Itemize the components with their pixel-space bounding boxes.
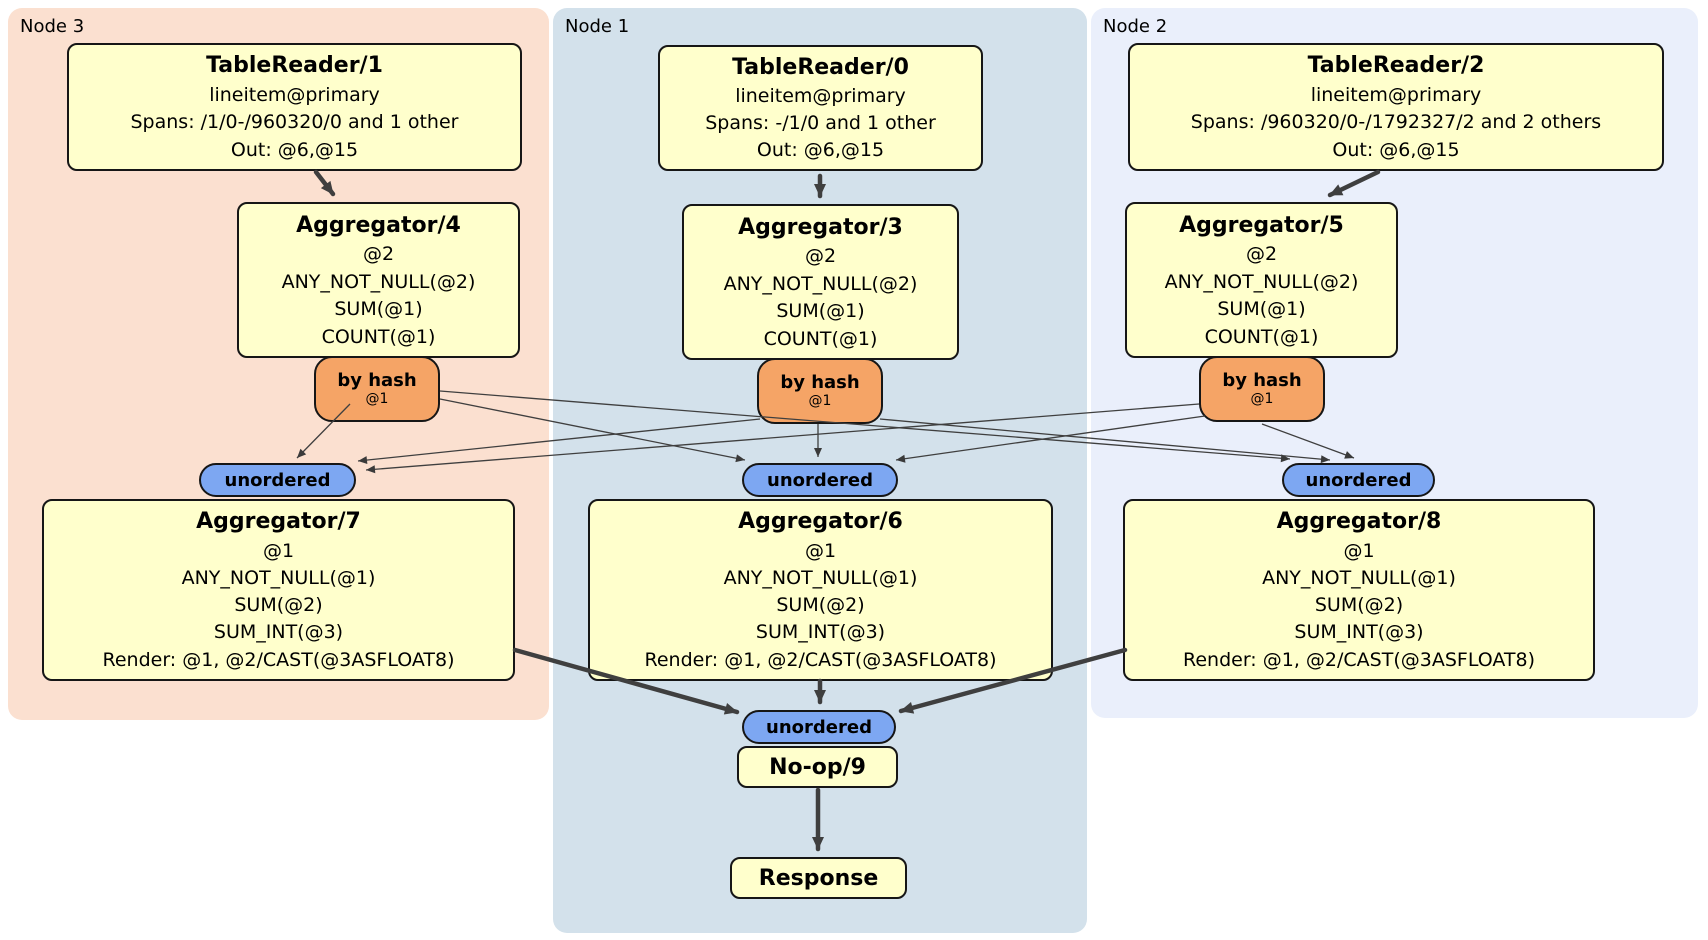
processor-line: Spans: /960320/0-/1792327/2 and 2 others xyxy=(1190,111,1602,134)
router-detail: @1 xyxy=(1250,391,1274,408)
router-label: by hash xyxy=(780,371,860,393)
processor-line: ANY_NOT_NULL(@1) xyxy=(1262,566,1456,589)
processor-line: Spans: /1/0-/960320/0 and 1 other xyxy=(130,111,459,134)
processor-aggregator-3: Aggregator/3 @2 ANY_NOT_NULL(@2) SUM(@1)… xyxy=(682,204,959,360)
processor-line: Out: @6,@15 xyxy=(230,138,359,161)
processor-line: lineitem@primary xyxy=(1310,83,1482,106)
hash-router-node1: by hash @1 xyxy=(757,358,883,424)
processor-title: Response xyxy=(758,865,879,891)
processor-aggregator-4: Aggregator/4 @2 ANY_NOT_NULL(@2) SUM(@1)… xyxy=(237,202,520,358)
processor-line: @2 xyxy=(362,243,395,265)
sync-unordered-left: unordered xyxy=(199,463,356,497)
processor-title: Aggregator/5 xyxy=(1179,212,1344,238)
processor-line: SUM(@1) xyxy=(776,300,865,322)
processor-title: Aggregator/4 xyxy=(296,212,461,238)
processor-line: Render: @1, @2/CAST(@3ASFLOAT8) xyxy=(1183,648,1535,671)
processor-aggregator-5: Aggregator/5 @2 ANY_NOT_NULL(@2) SUM(@1)… xyxy=(1125,202,1398,358)
processor-aggregator-7: Aggregator/7 @1 ANY_NOT_NULL(@1) SUM(@2)… xyxy=(42,499,515,681)
hash-router-node2: by hash @1 xyxy=(1199,356,1325,422)
sync-label: unordered xyxy=(766,716,872,738)
processor-line: Spans: -/1/0 and 1 other xyxy=(705,112,936,134)
sync-unordered-right: unordered xyxy=(1282,463,1435,497)
processor-line: @2 xyxy=(1245,243,1278,265)
processor-line: SUM_INT(@3) xyxy=(755,621,886,644)
sync-unordered-final: unordered xyxy=(742,710,896,744)
processor-line: SUM(@2) xyxy=(776,594,865,617)
processor-line: ANY_NOT_NULL(@2) xyxy=(281,270,476,293)
processor-title: TableReader/2 xyxy=(1307,53,1485,79)
node-group-2-label: Node 2 xyxy=(1103,16,1168,37)
processor-line: @1 xyxy=(1343,539,1375,562)
processor-aggregator-8: Aggregator/8 @1 ANY_NOT_NULL(@1) SUM(@2)… xyxy=(1123,499,1595,681)
processor-line: Render: @1, @2/CAST(@3ASFLOAT8) xyxy=(102,648,455,671)
processor-title: TableReader/0 xyxy=(732,55,909,80)
processor-title: Aggregator/8 xyxy=(1276,509,1442,535)
processor-line: COUNT(@1) xyxy=(763,327,878,350)
hash-router-node3: by hash @1 xyxy=(314,356,440,422)
processor-title: Aggregator/6 xyxy=(738,509,903,535)
processor-tablereader-1: TableReader/1 lineitem@primary Spans: /1… xyxy=(67,43,522,171)
router-detail: @1 xyxy=(808,393,832,410)
processor-line: ANY_NOT_NULL(@1) xyxy=(723,566,918,589)
processor-line: ANY_NOT_NULL(@2) xyxy=(723,272,918,295)
processor-tablereader-2: TableReader/2 lineitem@primary Spans: /9… xyxy=(1128,43,1664,171)
node-group-1-label: Node 1 xyxy=(565,16,630,37)
processor-line: SUM(@2) xyxy=(1314,594,1404,617)
processor-line: ANY_NOT_NULL(@2) xyxy=(1164,270,1359,293)
processor-line: @2 xyxy=(804,245,837,267)
processor-line: SUM(@1) xyxy=(1217,298,1306,320)
processor-line: COUNT(@1) xyxy=(321,325,436,348)
sync-label: unordered xyxy=(767,469,873,491)
processor-line: SUM_INT(@3) xyxy=(1294,621,1424,644)
processor-line: COUNT(@1) xyxy=(1204,325,1319,348)
processor-tablereader-0: TableReader/0 lineitem@primary Spans: -/… xyxy=(658,45,983,171)
processor-line: Render: @1, @2/CAST(@3ASFLOAT8) xyxy=(644,648,997,671)
processor-line: Out: @6,@15 xyxy=(1332,138,1460,161)
processor-title: Aggregator/7 xyxy=(196,509,361,535)
processor-line: Out: @6,@15 xyxy=(756,139,885,161)
processor-aggregator-6: Aggregator/6 @1 ANY_NOT_NULL(@1) SUM(@2)… xyxy=(588,499,1053,681)
router-detail: @1 xyxy=(365,391,389,408)
processor-line: @1 xyxy=(804,539,837,562)
processor-title: TableReader/1 xyxy=(206,53,383,79)
sync-label: unordered xyxy=(1305,469,1412,491)
processor-line: lineitem@primary xyxy=(735,85,906,107)
sync-unordered-middle: unordered xyxy=(742,463,898,497)
processor-line: ANY_NOT_NULL(@1) xyxy=(181,566,376,589)
processor-line: @1 xyxy=(262,539,295,562)
processor-line: SUM_INT(@3) xyxy=(213,621,344,644)
processor-noop-9: No-op/9 xyxy=(737,746,898,788)
node-group-3-label: Node 3 xyxy=(20,16,85,37)
processor-line: lineitem@primary xyxy=(209,83,380,106)
processor-title: Aggregator/3 xyxy=(738,214,903,240)
processor-title: No-op/9 xyxy=(769,754,866,780)
router-label: by hash xyxy=(337,369,417,391)
processor-response: Response xyxy=(730,857,907,899)
router-label: by hash xyxy=(1222,369,1302,391)
processor-line: SUM(@1) xyxy=(334,298,423,320)
processor-line: SUM(@2) xyxy=(234,594,323,617)
sync-label: unordered xyxy=(224,469,331,491)
